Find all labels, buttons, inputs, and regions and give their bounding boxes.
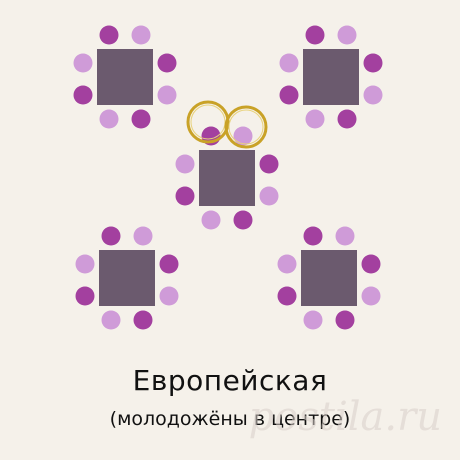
diagram-title: Европейская <box>132 364 328 397</box>
chair-seat <box>75 286 95 306</box>
chair-seat <box>259 186 279 206</box>
chair-seat <box>335 310 355 330</box>
chair-seat <box>131 109 151 129</box>
chair-seat <box>159 286 179 306</box>
chair-seat <box>131 25 151 45</box>
chair-seat <box>133 310 153 330</box>
chair-seat <box>99 25 119 45</box>
tables-layer <box>73 25 383 330</box>
chair-seat <box>335 226 355 246</box>
table-square <box>301 250 357 306</box>
table-top-right <box>279 25 383 129</box>
chair-seat <box>363 85 383 105</box>
chair-seat <box>73 53 93 73</box>
table-center-newlyweds <box>175 126 279 230</box>
chair-seat <box>233 210 253 230</box>
table-square <box>99 250 155 306</box>
chair-seat <box>305 109 325 129</box>
chair-seat <box>305 25 325 45</box>
chair-seat <box>175 186 195 206</box>
chair-seat <box>159 254 179 274</box>
chair-seat <box>101 310 121 330</box>
chair-seat <box>101 226 121 246</box>
table-square <box>199 150 255 206</box>
table-square <box>97 49 153 105</box>
diagram-subtitle: (молодожёны в центре) <box>109 408 351 430</box>
chair-seat <box>157 85 177 105</box>
chair-seat <box>233 126 253 146</box>
chair-seat <box>201 210 221 230</box>
chair-seat <box>337 109 357 129</box>
chair-seat <box>303 310 323 330</box>
table-bottom-left <box>75 226 179 330</box>
chair-seat <box>277 286 297 306</box>
chair-seat <box>157 53 177 73</box>
chair-seat <box>133 226 153 246</box>
chair-seat <box>175 154 195 174</box>
chair-seat <box>259 154 279 174</box>
chair-seat <box>279 85 299 105</box>
chair-seat <box>361 286 381 306</box>
table-top-left <box>73 25 177 129</box>
chair-seat <box>75 254 95 274</box>
chair-seat <box>279 53 299 73</box>
table-bottom-right <box>277 226 381 330</box>
wedding-rings-icon <box>186 100 268 149</box>
chair-seat <box>99 109 119 129</box>
chair-seat <box>277 254 297 274</box>
chair-seat <box>361 254 381 274</box>
chair-seat <box>337 25 357 45</box>
table-square <box>303 49 359 105</box>
chair-seat <box>303 226 323 246</box>
chair-seat <box>363 53 383 73</box>
chair-seat <box>73 85 93 105</box>
